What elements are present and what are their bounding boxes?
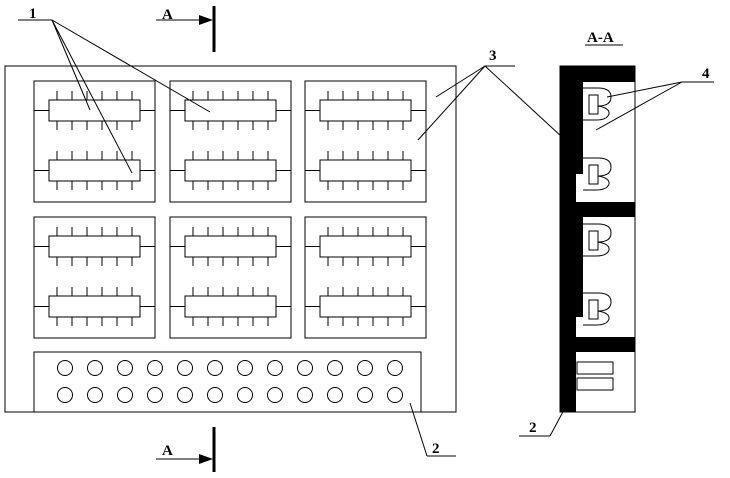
callout-2-section: 2 [519,407,566,437]
connector-hole [147,387,163,403]
connector-hole [237,360,253,376]
connector-strip-1 [576,361,614,375]
callout-1: 1 [18,6,211,174]
chip-body [48,99,141,122]
connector-hole [177,360,193,376]
module-outline [169,216,292,339]
divider-lower [560,337,635,352]
callout-2-front-label: 2 [432,441,440,457]
contacts-group [583,87,612,326]
connector-hole [237,387,253,403]
callout-1-label: 1 [29,6,37,22]
chip-body [184,99,277,122]
module [33,216,156,339]
module-outline [304,216,427,339]
chip-body [184,235,277,258]
section-marker-top: A [156,6,216,52]
module [169,80,292,203]
connector-hole [57,387,73,403]
chip-body [319,99,412,122]
divider-top [560,66,635,82]
module [169,216,292,339]
connector-hole [387,387,403,403]
module-outline [304,80,427,203]
callout-4: 4 [595,66,714,131]
contact-spring [583,87,612,121]
connector-hole [357,360,373,376]
callout-2-section-label: 2 [529,420,537,436]
contact-pin [588,164,599,185]
chip-body [184,295,277,318]
chip-body [184,159,277,182]
contact-spring [583,292,612,326]
contact-spring [583,157,612,191]
contact [583,157,612,191]
module-grid [33,80,427,339]
connector-hole [177,387,193,403]
contact-pin [588,299,599,320]
module-outline [169,80,292,203]
chip-body [319,159,412,182]
callout-4-label: 4 [702,66,710,82]
connector-hole [357,387,373,403]
section-marker-bottom: A [156,427,216,472]
chip-body [319,295,412,318]
chip-body [48,235,141,258]
contact-pin [588,94,599,115]
connector-hole [147,360,163,376]
callout-3-label: 3 [489,48,497,64]
connector-block [33,351,422,413]
module [304,80,427,203]
connector-hole [207,360,223,376]
contact [583,292,612,326]
connector-hole [297,387,313,403]
contact-pin [588,230,599,251]
board-outline [4,65,457,413]
connector-hole [117,360,133,376]
chip-body [48,159,141,182]
callout-2-front: 2 [409,402,456,457]
divider-middle [560,202,635,217]
connector-hole [267,360,283,376]
front-view [4,65,457,413]
connector-hole [117,387,133,403]
module-outline [33,216,156,339]
section-marker-label-bottom: A [162,443,173,459]
chip-body [319,235,412,258]
chip-body [48,295,141,318]
contact [583,87,612,121]
section-title: A-A [587,30,614,46]
module [304,216,427,339]
connector-hole [57,360,73,376]
contact-spring [583,223,612,257]
connector-hole [207,387,223,403]
connector-hole [297,360,313,376]
callout-3: 3 [417,48,563,141]
section-marker-label-top: A [162,7,173,23]
connector-hole [267,387,283,403]
section-view: A-A [559,30,636,413]
connector-holes [57,360,403,403]
connector-hole [327,387,343,403]
connector-hole [87,360,103,376]
module [33,80,156,203]
contact [583,223,612,257]
connector-hole [327,360,343,376]
connector-hole [387,360,403,376]
module-outline [33,80,156,203]
connector-strip-2 [576,377,614,391]
connector-hole [87,387,103,403]
